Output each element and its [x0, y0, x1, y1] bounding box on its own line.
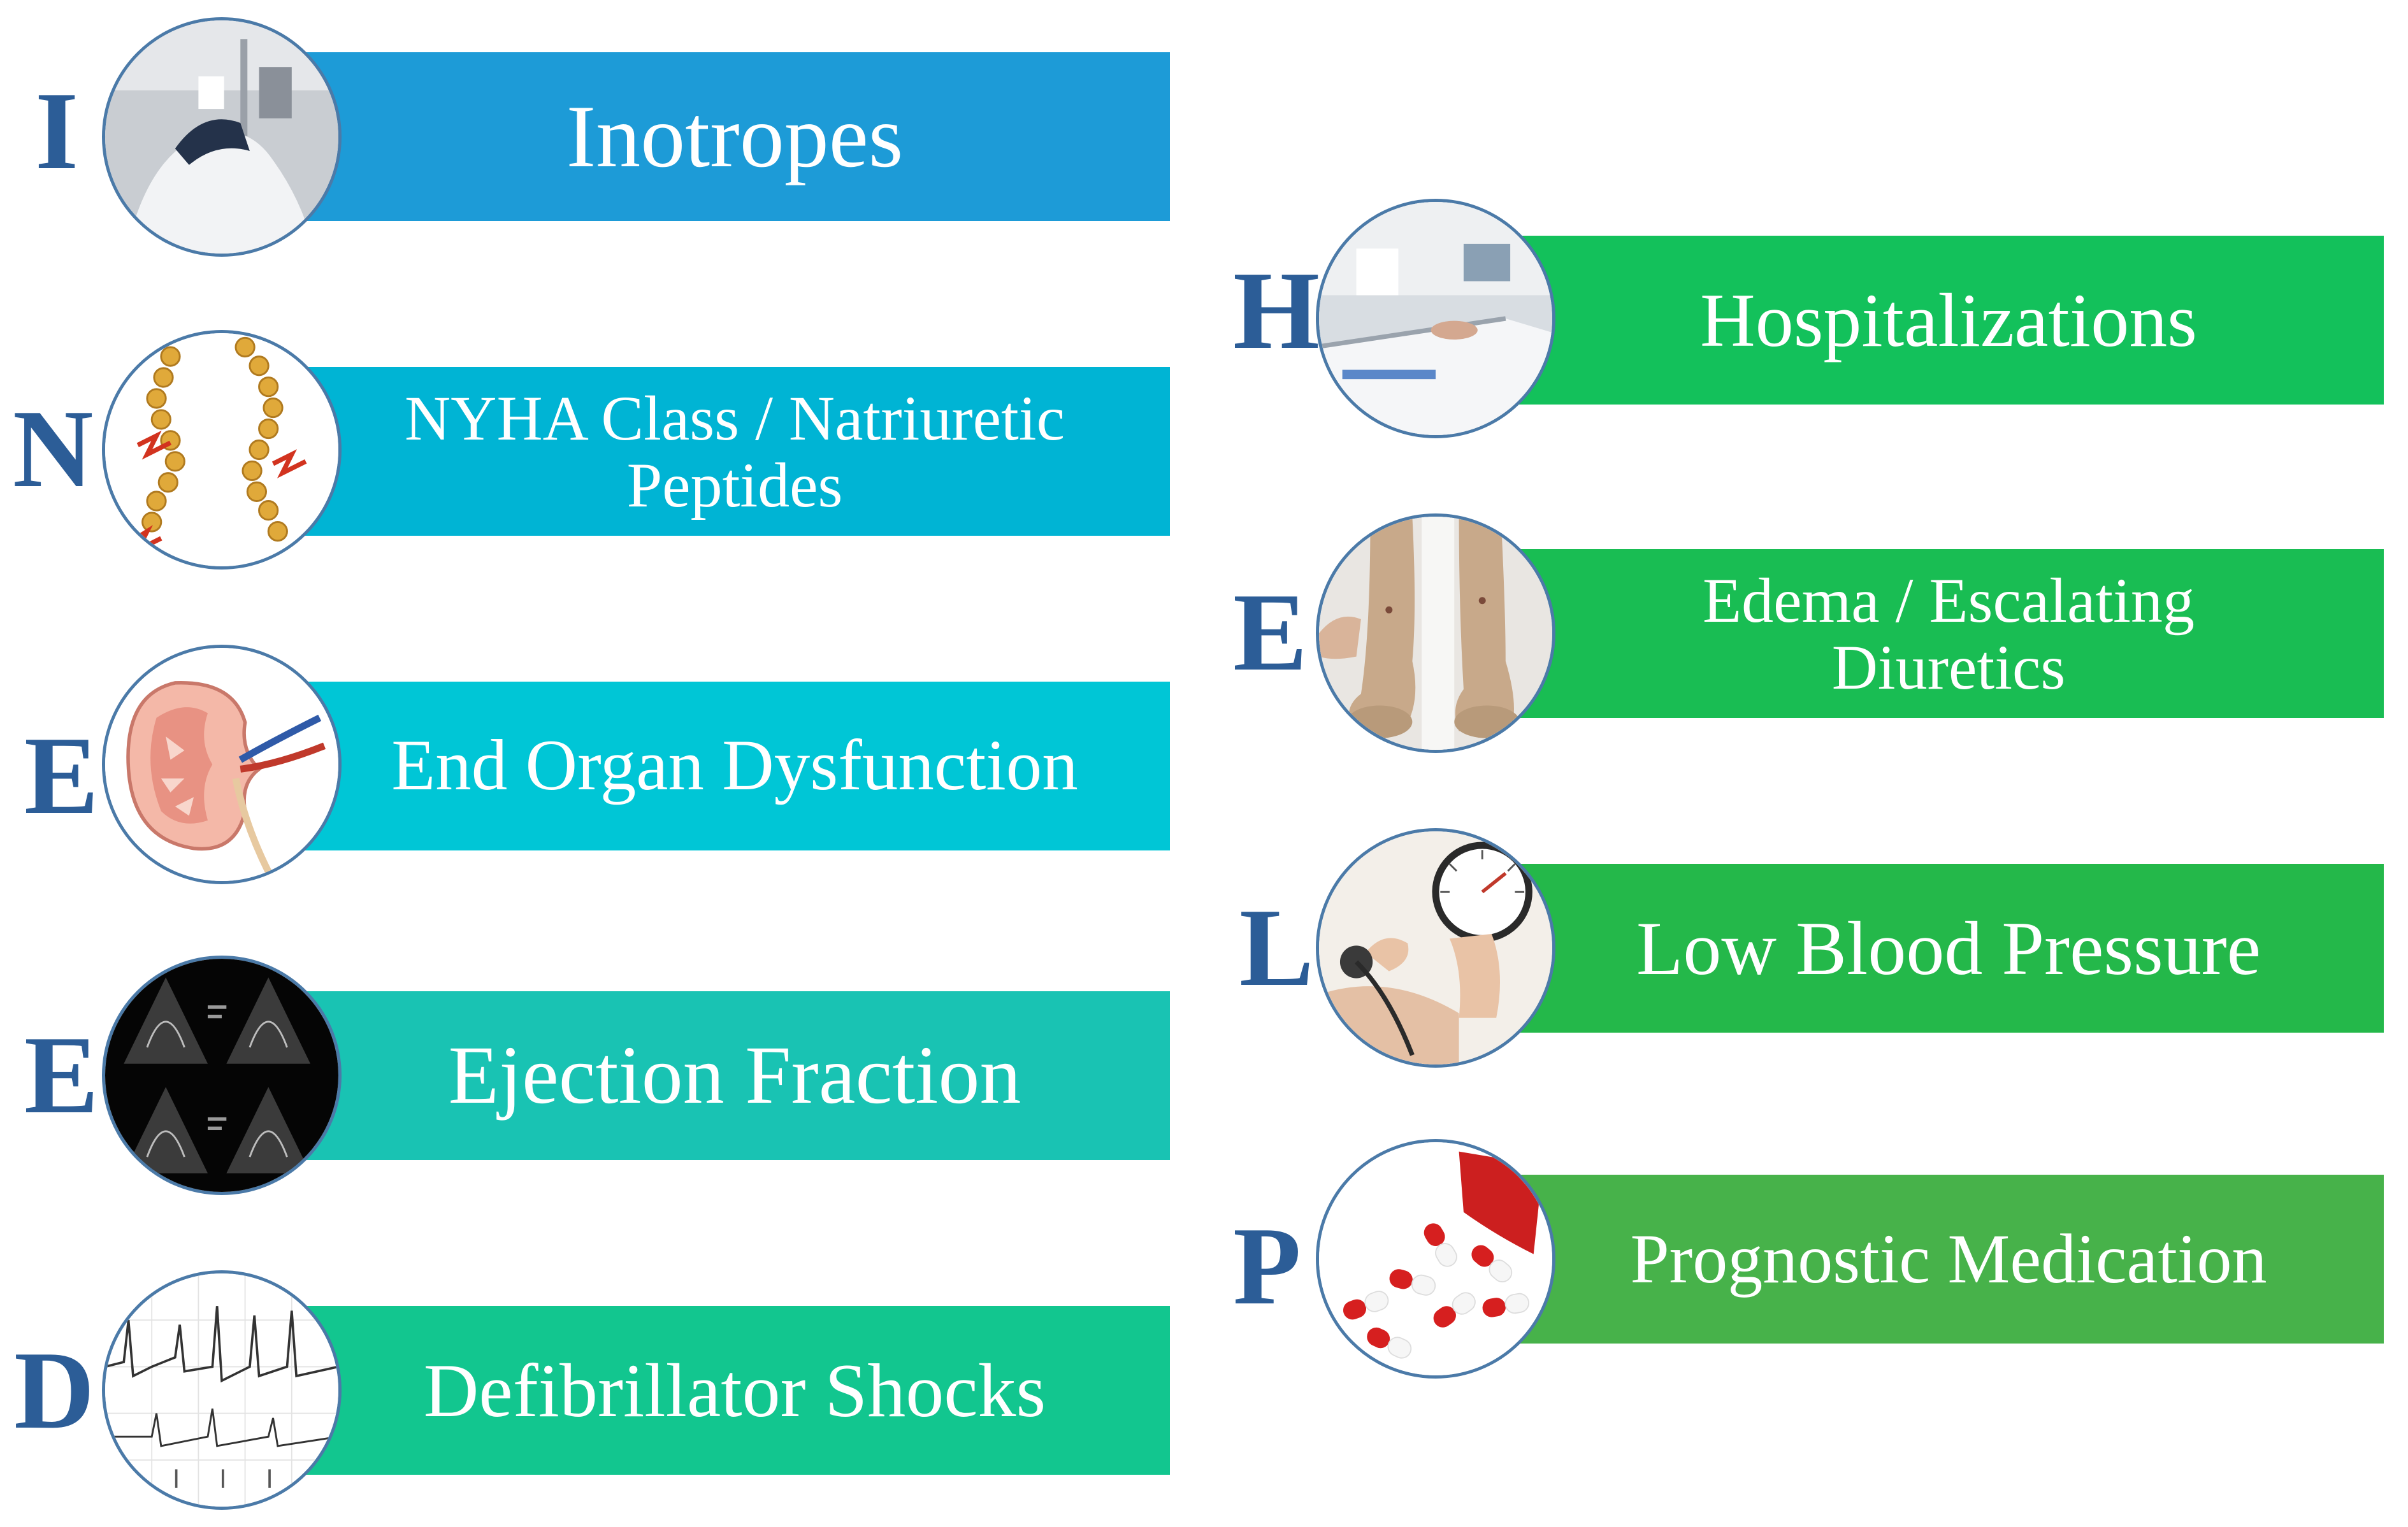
ecg-strip-icon	[102, 1270, 342, 1510]
acronym-letter: P	[1233, 1204, 1301, 1328]
label-bar: End Organ Dysfunction	[299, 682, 1170, 850]
label-bar: Low Blood Pressure	[1513, 864, 2384, 1033]
kidney-icon	[102, 645, 342, 884]
label-bar: Hospitalizations	[1513, 236, 2384, 405]
peptide-chain-icon	[102, 330, 342, 570]
blood-pressure-gauge-icon	[1316, 828, 1555, 1068]
acronym-letter: N	[13, 387, 94, 510]
label-bar: NYHA Class / Natriuretic Peptides	[299, 367, 1170, 536]
label-text: NYHA Class / Natriuretic Peptides	[405, 382, 1065, 520]
swollen-legs-icon	[1316, 513, 1555, 753]
label-bar: Defibrillator Shocks	[299, 1306, 1170, 1475]
label-text: Inotropes	[566, 87, 904, 186]
label-text: Ejection Fraction	[448, 1029, 1021, 1122]
acronym-letter: H	[1233, 248, 1320, 372]
hospital-patient-photo-icon	[102, 17, 342, 257]
acronym-letter: L	[1239, 885, 1314, 1009]
label-bar: Ejection Fraction	[299, 991, 1170, 1160]
label-text: Hospitalizations	[1700, 277, 2197, 362]
label-bar: Prognostic Medication	[1513, 1175, 2384, 1344]
acronym-letter: E	[24, 713, 99, 837]
echocardiogram-icon	[102, 956, 342, 1195]
acronym-letter: D	[14, 1328, 95, 1452]
label-bar: Inotropes	[299, 52, 1170, 221]
label-bar: Edema / Escalating Diuretics	[1513, 549, 2384, 718]
hospital-bed-icon	[1316, 199, 1555, 438]
acronym-letter: E	[24, 1013, 99, 1136]
label-text: Low Blood Pressure	[1636, 905, 2261, 991]
acronym-letter: I	[35, 69, 79, 192]
label-text: Prognostic Medication	[1630, 1219, 2267, 1298]
label-text: Edema / Escalating Diuretics	[1703, 564, 2195, 703]
label-text: End Organ Dysfunction	[391, 726, 1078, 806]
label-text: Defibrillator Shocks	[423, 1347, 1046, 1433]
pills-icon	[1316, 1139, 1555, 1379]
acronym-letter: E	[1233, 570, 1308, 694]
